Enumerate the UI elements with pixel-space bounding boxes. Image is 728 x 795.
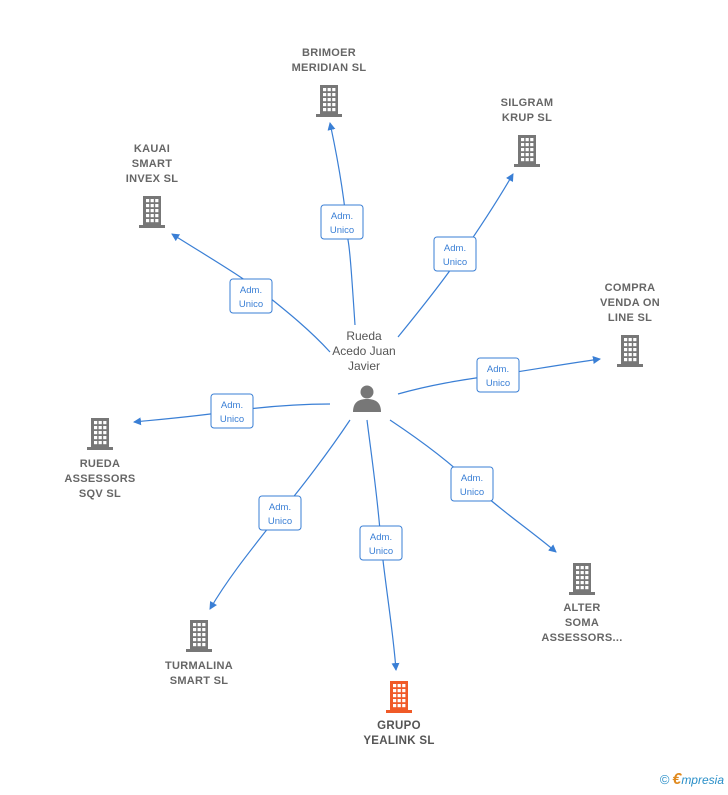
role-badge: Adm. Unico — [210, 393, 254, 429]
role-badge: Adm. Unico — [476, 357, 520, 393]
role-badge: Adm. Unico — [229, 278, 273, 314]
company-label-line: GRUPO — [377, 720, 421, 732]
role-badge-line-1: Adm. — [444, 243, 466, 254]
company-label-line: COMPRA — [605, 282, 656, 294]
role-badge-line-1: Adm. — [221, 400, 243, 411]
company-node-brimoer[interactable]: BRIMOER MERIDIAN SL — [292, 47, 367, 117]
nodes-layer: BRIMOER MERIDIAN SL SILGRAM KRUP SL KAUAI SMA… — [64, 47, 660, 747]
building-icon — [514, 135, 540, 167]
building-icon — [617, 335, 643, 367]
role-badge-line-1: Adm. — [461, 473, 483, 484]
role-badge-line-2: Unico — [220, 414, 244, 425]
edge-brimoer — [327, 122, 356, 326]
role-badge-line-2: Unico — [239, 299, 263, 310]
company-label-line: KRUP SL — [502, 112, 552, 124]
company-label-line: ASSESSORS... — [541, 632, 622, 644]
role-badge-line-1: Adm. — [269, 502, 291, 513]
company-node-silgram[interactable]: SILGRAM KRUP SL — [501, 97, 554, 167]
brand-watermark: ©€mpresia — [660, 771, 724, 789]
company-label-line: ALTER — [563, 602, 600, 614]
company-label-line: SQV SL — [79, 488, 121, 500]
company-label-line: SILGRAM — [501, 97, 554, 109]
company-node-rueda[interactable]: RUEDA ASSESSORS SQV SL — [64, 418, 135, 500]
edges-layer: Adm.UnicoAdm.UnicoAdm.UnicoAdm.UnicoAdm.… — [133, 122, 601, 671]
role-badge-line-2: Unico — [268, 516, 292, 527]
role-badge-line-2: Unico — [460, 487, 484, 498]
company-label-line: SMART SL — [170, 675, 229, 687]
building-icon — [316, 85, 342, 117]
company-label-line: ASSESSORS — [64, 473, 135, 485]
copyright-symbol: © — [659, 772, 670, 787]
company-label-line: MERIDIAN SL — [292, 62, 367, 74]
company-node-kauai[interactable]: KAUAI SMART INVEX SL — [126, 143, 179, 228]
company-node-alter[interactable]: ALTER SOMA ASSESSORS... — [541, 563, 622, 644]
role-badge-line-2: Unico — [369, 546, 393, 557]
role-badge-line-1: Adm. — [240, 285, 262, 296]
company-node-turmalina[interactable]: TURMALINA SMART SL — [165, 620, 233, 687]
person-name-line: Javier — [348, 359, 380, 373]
company-label-line: KAUAI — [134, 143, 170, 155]
role-badge: Adm. Unico — [359, 525, 403, 561]
role-badge: Adm. Unico — [258, 495, 302, 531]
company-label-line: YEALINK SL — [363, 735, 434, 747]
brand-logo-initial: € — [672, 771, 682, 788]
role-badge: Adm. Unico — [433, 236, 477, 272]
company-label-line: TURMALINA — [165, 660, 233, 672]
company-label-line: SOMA — [565, 617, 599, 629]
company-label-line: SMART — [132, 158, 173, 170]
person-name-line: Acedo Juan — [332, 344, 395, 358]
building-icon — [87, 418, 113, 450]
building-icon — [139, 196, 165, 228]
person-name-line: Rueda — [346, 329, 382, 343]
building-icon — [569, 563, 595, 595]
role-badge-line-1: Adm. — [370, 532, 392, 543]
role-badge-line-2: Unico — [486, 378, 510, 389]
building-icon — [386, 681, 412, 713]
brand-name: mpresia — [681, 773, 724, 787]
company-label-line: VENDA ON — [600, 297, 660, 309]
building-icon — [186, 620, 212, 652]
role-badge-line-2: Unico — [443, 257, 467, 268]
role-badge: Adm. Unico — [320, 204, 364, 240]
company-label-line: RUEDA — [80, 458, 121, 470]
person-icon — [353, 385, 381, 412]
company-node-compra[interactable]: COMPRA VENDA ON LINE SL — [600, 282, 660, 367]
company-label-line: INVEX SL — [126, 173, 179, 185]
role-badge-line-2: Unico — [330, 225, 354, 236]
company-label-line: BRIMOER — [302, 47, 356, 59]
company-node-grupo[interactable]: GRUPO YEALINK SL — [363, 681, 434, 747]
company-label-line: LINE SL — [608, 312, 652, 324]
role-badge: Adm. Unico — [450, 466, 494, 502]
role-badge-line-1: Adm. — [331, 211, 353, 222]
role-badge-line-1: Adm. — [487, 364, 509, 375]
